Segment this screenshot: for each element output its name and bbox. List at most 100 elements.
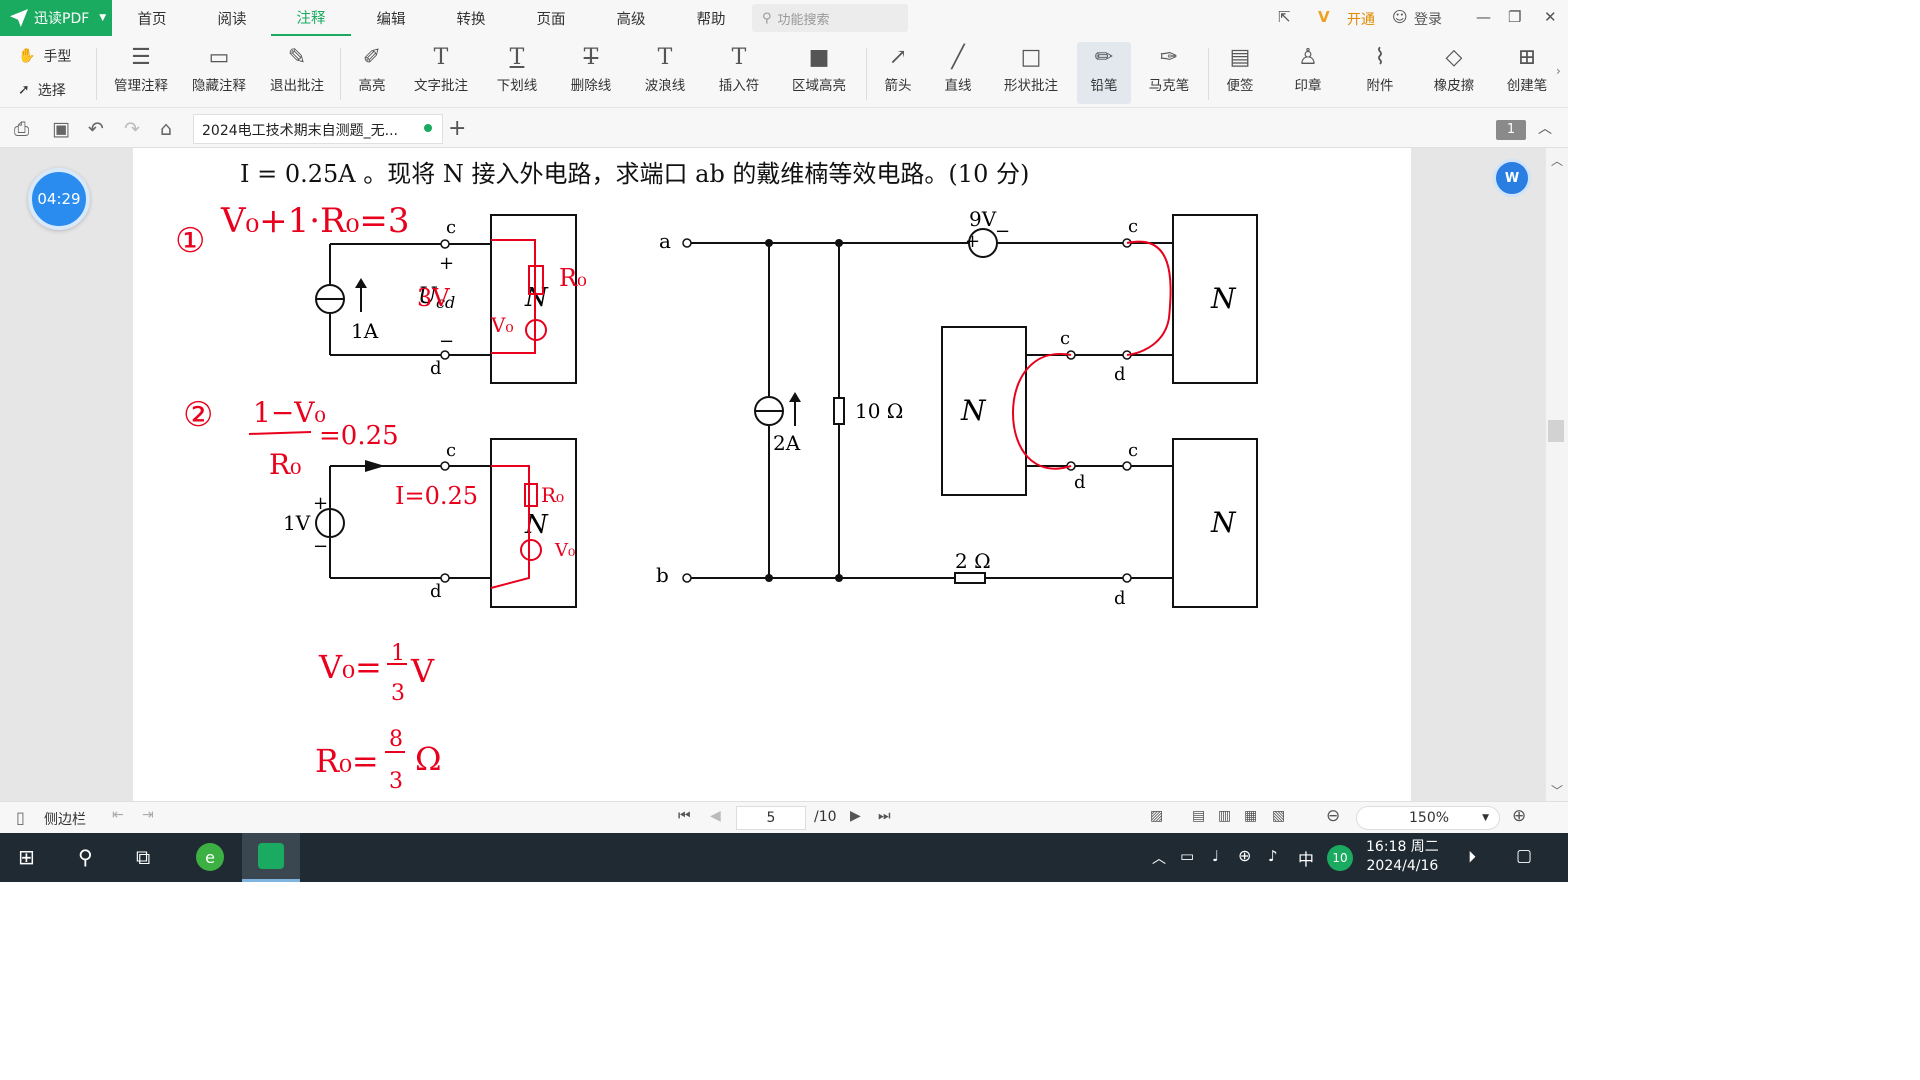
print-icon[interactable]: ⎙: [14, 118, 30, 140]
restore-icon[interactable]: ❐: [1508, 8, 1522, 26]
create-pen-button[interactable]: ⊞创建笔: [1500, 42, 1554, 104]
menu-read[interactable]: 阅读: [217, 11, 247, 28]
zoom-out-icon[interactable]: ⊖: [1326, 806, 1341, 826]
hide-annotations-button[interactable]: ▭隐藏注释: [186, 42, 252, 104]
hand-step-2: ②: [183, 395, 213, 435]
minimize-icon[interactable]: —: [1476, 8, 1491, 26]
sidebar-toggle-icon[interactable]: ▯: [16, 808, 25, 827]
menu-annotate[interactable]: 注释: [271, 0, 351, 36]
function-search-input[interactable]: ⚲ 功能搜索: [752, 4, 908, 32]
next-page-icon[interactable]: ▶: [850, 808, 861, 824]
close-icon[interactable]: ✕: [1544, 8, 1557, 26]
prev-page-icon[interactable]: ◀: [710, 808, 721, 824]
last-page-icon[interactable]: ⏭: [878, 808, 891, 824]
forward-icon[interactable]: ⇥: [142, 807, 154, 823]
label-d: d: [1114, 588, 1126, 609]
zoom-select[interactable]: 150% ▼: [1356, 806, 1500, 830]
sidebar-label[interactable]: 侧边栏: [44, 812, 86, 828]
windows-start-icon[interactable]: ⊞: [18, 845, 35, 869]
login-link[interactable]: 登录: [1414, 12, 1442, 28]
save-icon[interactable]: ▣: [52, 118, 70, 140]
vip-open-link[interactable]: 开通: [1347, 12, 1375, 28]
vertical-scrollbar[interactable]: ︿ ﹀: [1546, 148, 1568, 801]
arrow-button[interactable]: ↗箭头: [874, 42, 922, 104]
exit-annotation-button[interactable]: ✎退出批注: [264, 42, 330, 104]
sticky-note-icon: ▤: [1229, 44, 1251, 70]
scroll-down-icon[interactable]: ﹀: [1551, 784, 1564, 798]
tool-label: 下划线: [496, 78, 538, 94]
zoom-in-icon[interactable]: ⊕: [1512, 806, 1527, 826]
pencil-button[interactable]: ✏铅笔: [1077, 42, 1131, 104]
search-icon[interactable]: ⚲: [78, 845, 93, 869]
list-icon: ☰: [131, 44, 151, 70]
timer-badge[interactable]: 04:29: [28, 168, 90, 230]
tool-label: 隐藏注释: [192, 78, 246, 94]
chevron-right-icon[interactable]: ›: [1556, 64, 1561, 78]
media-icon[interactable]: ⏵: [1468, 847, 1477, 866]
scroll-thumb[interactable]: [1548, 420, 1564, 442]
double-page-icon[interactable]: ▥: [1218, 808, 1232, 824]
menu-page[interactable]: 页面: [536, 11, 566, 28]
menu-edit[interactable]: 编辑: [376, 11, 406, 28]
app-name: 迅读PDF: [34, 11, 90, 27]
select-mode-button[interactable]: ➚选择: [18, 80, 66, 100]
undo-icon[interactable]: ↶: [88, 118, 104, 140]
browser-icon[interactable]: e: [196, 843, 224, 871]
collapse-icon[interactable]: ︿: [1538, 121, 1552, 137]
line-button[interactable]: ╱直线: [934, 42, 982, 104]
eraser-button[interactable]: ◇橡皮擦: [1422, 42, 1486, 104]
menu-help[interactable]: 帮助: [696, 11, 726, 28]
vip-icon[interactable]: V: [1318, 8, 1330, 26]
terminal-c: [440, 239, 450, 249]
action-center-icon[interactable]: ▢: [1516, 846, 1533, 866]
hand-r0: R₀: [559, 264, 587, 292]
stamp-button[interactable]: ♙印章: [1284, 42, 1332, 104]
battery-icon[interactable]: ▭: [1180, 847, 1195, 865]
facing-page-icon[interactable]: ▧: [1272, 808, 1286, 824]
pdf-app-taskbar-button[interactable]: [242, 833, 300, 882]
hand-r0-2: R₀: [541, 483, 564, 507]
continuous-page-icon[interactable]: ▦: [1244, 808, 1258, 824]
scroll-up-icon[interactable]: ︿: [1551, 154, 1564, 168]
task-view-icon[interactable]: ⧉: [136, 845, 151, 869]
microphone-icon[interactable]: ♩: [1212, 847, 1220, 865]
sticky-note-button[interactable]: ▤便签: [1216, 42, 1264, 104]
app-menu-button[interactable]: 迅读PDF ▼: [0, 0, 112, 36]
share-icon[interactable]: ⇱: [1278, 8, 1291, 26]
first-page-icon[interactable]: ⏮: [678, 808, 691, 824]
volume-icon[interactable]: ♪: [1268, 847, 1278, 865]
system-clock[interactable]: 16:18 周二 2024/4/16: [1366, 838, 1439, 876]
shape-annotation-button[interactable]: □形状批注: [994, 42, 1068, 104]
add-tab-icon[interactable]: +: [448, 116, 467, 141]
menu-convert[interactable]: 转换: [456, 11, 486, 28]
floating-tool-icon[interactable]: W: [1493, 159, 1531, 197]
attachment-button[interactable]: ⌇附件: [1356, 42, 1404, 104]
home-icon[interactable]: ⌂: [160, 118, 173, 140]
notification-count-badge[interactable]: 10: [1327, 845, 1353, 871]
menu-advanced[interactable]: 高级: [616, 11, 646, 28]
question-text: I = 0.25A 。现将 N 接入外电路，求端口 ab 的戴维楠等效电路。(1…: [240, 160, 1029, 188]
area-highlight-button[interactable]: ■区域高亮: [782, 42, 856, 104]
hand-frac-num: 1: [391, 641, 405, 666]
back-icon[interactable]: ⇤: [112, 807, 124, 823]
ime-indicator[interactable]: 中: [1298, 850, 1315, 869]
network-icon[interactable]: ⊕: [1238, 846, 1252, 865]
hand-mode-button[interactable]: ✋手型: [18, 46, 71, 66]
page-number-input[interactable]: 5: [736, 806, 806, 830]
single-page-icon[interactable]: ▤: [1192, 808, 1206, 824]
marker-button[interactable]: ✑马克笔: [1140, 42, 1198, 104]
redo-icon[interactable]: ↷: [124, 118, 140, 140]
highlight-button[interactable]: ✐高亮: [348, 42, 396, 104]
manage-annotations-button[interactable]: ☰管理注释: [108, 42, 174, 104]
document-tab[interactable]: 2024电工技术期末自测题_无...: [193, 114, 443, 144]
fit-page-icon[interactable]: ▨: [1150, 808, 1164, 824]
menu-home[interactable]: 首页: [137, 11, 167, 28]
squiggly-icon: T: [657, 44, 673, 70]
tray-expand-icon[interactable]: ︿: [1152, 851, 1166, 867]
clock-time: 16:18 周二: [1366, 839, 1439, 855]
